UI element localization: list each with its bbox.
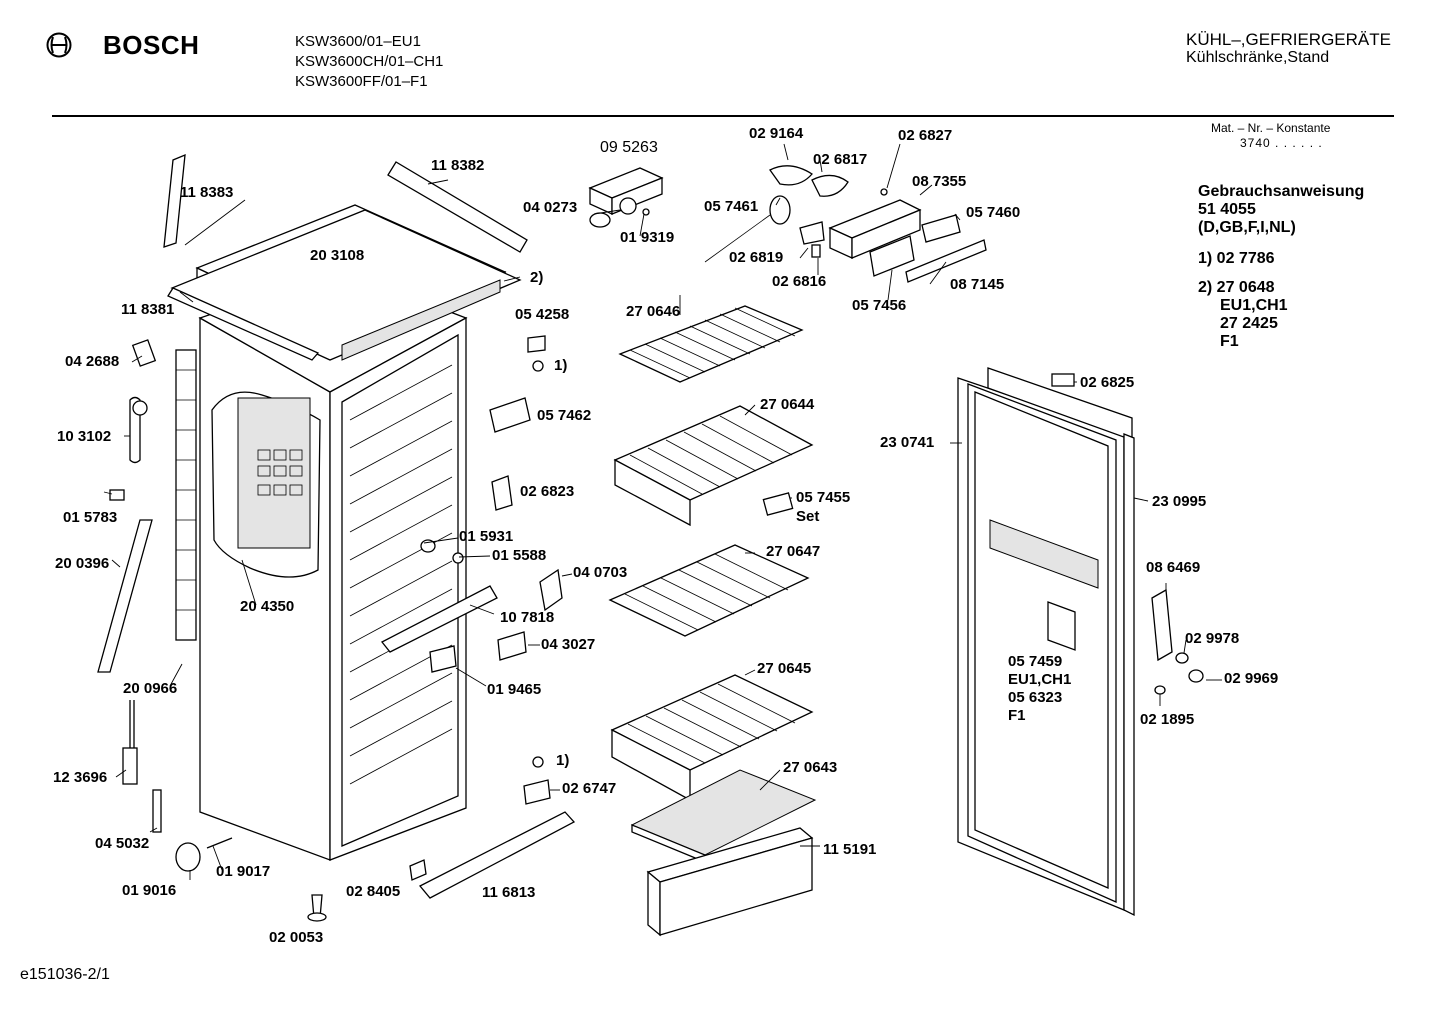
part-number-label: 09 5263 xyxy=(600,139,658,156)
part-number-label: 05 7462 xyxy=(537,407,592,424)
part-number-label: 02 8405 xyxy=(346,883,401,900)
mat-nr-label: Mat. – Nr. – Konstante xyxy=(1211,121,1331,135)
part-number-label: 05 7455 xyxy=(796,489,851,506)
part-number-label: 27 0643 xyxy=(783,759,838,776)
center-small-parts xyxy=(380,335,794,899)
part-number-label: 23 0741 xyxy=(880,434,935,451)
footnote-2-alt-number: 27 2425 xyxy=(1220,315,1278,332)
part-number-label: 01 5931 xyxy=(459,528,514,545)
footnote-1: 1) 02 7786 xyxy=(1198,250,1275,267)
part-number-label: 02 6819 xyxy=(729,249,784,266)
part-number-label: 08 6469 xyxy=(1146,559,1201,576)
part-number-label: 20 0396 xyxy=(55,555,110,572)
part-number-label: 01 9016 xyxy=(122,882,177,899)
part-number-label: 05 7460 xyxy=(966,204,1021,221)
part-number-label: 05 6323 xyxy=(1008,689,1063,706)
mat-nr-value: 3740 . . . . . . xyxy=(1240,136,1323,150)
part-set-label: Set xyxy=(796,508,820,525)
header-divider xyxy=(52,115,1394,117)
part-number-label: 12 3696 xyxy=(53,769,108,786)
part-number-label: 27 0645 xyxy=(757,660,812,677)
part-number-label: 04 0703 xyxy=(573,564,628,581)
cabinet-body xyxy=(175,269,468,861)
part-number-label: 02 6823 xyxy=(520,483,575,500)
part-number-label: 11 5191 xyxy=(823,841,877,858)
part-number-label: 01 9017 xyxy=(216,863,271,880)
part-number-label: 04 3027 xyxy=(541,636,596,653)
part-number-label: 11 8381 xyxy=(121,301,175,318)
part-number-label: 04 5032 xyxy=(95,835,150,852)
bosch-logo-icon xyxy=(46,32,72,58)
manual-number: 51 4055 xyxy=(1198,201,1256,218)
top-rails xyxy=(163,153,528,361)
document-id: e151036-2/1 xyxy=(20,966,110,983)
part-number-label: 08 7355 xyxy=(912,173,967,190)
part-number-label: 10 7818 xyxy=(500,609,555,626)
left-small-parts xyxy=(97,339,327,922)
model-number: KSW3600CH/01–CH1 xyxy=(295,53,444,70)
footnote-marker: 1) xyxy=(556,752,570,769)
part-number-label: 01 9465 xyxy=(487,681,542,698)
leader-lines xyxy=(103,143,1222,880)
part-number-label: 27 0646 xyxy=(626,303,681,320)
shelf-270645 xyxy=(610,674,814,802)
model-number: KSW3600/01–EU1 xyxy=(295,33,421,50)
part-number-label: 11 6813 xyxy=(482,884,536,901)
footnote-2-variant: EU1,CH1 xyxy=(1220,297,1288,314)
part-number-label: 23 0995 xyxy=(1152,493,1207,510)
part-number-label: 02 6817 xyxy=(813,151,868,168)
part-number-label: 11 8382 xyxy=(431,157,485,174)
part-number-label: 05 7459 xyxy=(1008,653,1063,670)
brand-name: BOSCH xyxy=(103,30,200,60)
model-number: KSW3600FF/01–F1 xyxy=(295,73,428,90)
footnote-2: 2) 27 0648 xyxy=(1198,279,1275,296)
manual-languages: (D,GB,F,I,NL) xyxy=(1198,219,1296,236)
part-number-label: 02 9969 xyxy=(1224,670,1279,687)
part-number-label: 02 9164 xyxy=(749,125,804,142)
part-variant-label: EU1,CH1 xyxy=(1008,671,1072,688)
door-assembly xyxy=(957,367,1204,917)
part-number-label: 08 7145 xyxy=(950,276,1005,293)
shelf-270647 xyxy=(608,544,810,637)
part-variant-label: F1 xyxy=(1008,707,1026,724)
part-number-label: 01 5783 xyxy=(63,509,118,526)
part-number-label: 05 4258 xyxy=(515,306,570,323)
part-number-label: 05 7456 xyxy=(852,297,907,314)
category-title: KÜHL–,GEFRIERGERÄTE xyxy=(1186,30,1391,49)
part-number-label: 02 6747 xyxy=(562,780,617,797)
part-number-label: 02 6827 xyxy=(898,127,953,144)
part-number-label: 10 3102 xyxy=(57,428,112,445)
part-number-label: 04 0273 xyxy=(523,199,578,216)
part-number-label: 01 9319 xyxy=(620,229,675,246)
part-number-label: 20 4350 xyxy=(240,598,295,615)
shelf-270646 xyxy=(618,305,804,383)
part-number-label: 20 3108 xyxy=(310,247,365,264)
part-number-label: 02 6825 xyxy=(1080,374,1135,391)
part-number-label: 20 0966 xyxy=(123,680,178,697)
part-number-label: 27 0644 xyxy=(760,396,815,413)
crisper-drawer-115191 xyxy=(646,827,814,937)
part-number-label: 02 9978 xyxy=(1185,630,1240,647)
footnote-marker: 1) xyxy=(554,357,568,374)
shelf-270644 xyxy=(613,405,814,527)
category-subtitle: Kühlschränke,Stand xyxy=(1186,49,1330,66)
manual-title: Gebrauchsanweisung xyxy=(1198,183,1365,200)
part-number-label: 04 2688 xyxy=(65,353,120,370)
footnote-2-alt-variant: F1 xyxy=(1220,333,1239,350)
part-number-label: 02 1895 xyxy=(1140,711,1195,728)
part-number-label: 02 0053 xyxy=(269,929,324,946)
part-number-label: 11 8383 xyxy=(180,184,234,201)
footnote-marker: 2) xyxy=(530,269,544,286)
part-number-label: 01 5588 xyxy=(492,547,547,564)
part-number-label: 05 7461 xyxy=(704,198,759,215)
part-number-label: 02 6816 xyxy=(772,273,827,290)
lamp-thermostat-parts xyxy=(588,165,987,283)
part-number-label: 27 0647 xyxy=(766,543,821,560)
